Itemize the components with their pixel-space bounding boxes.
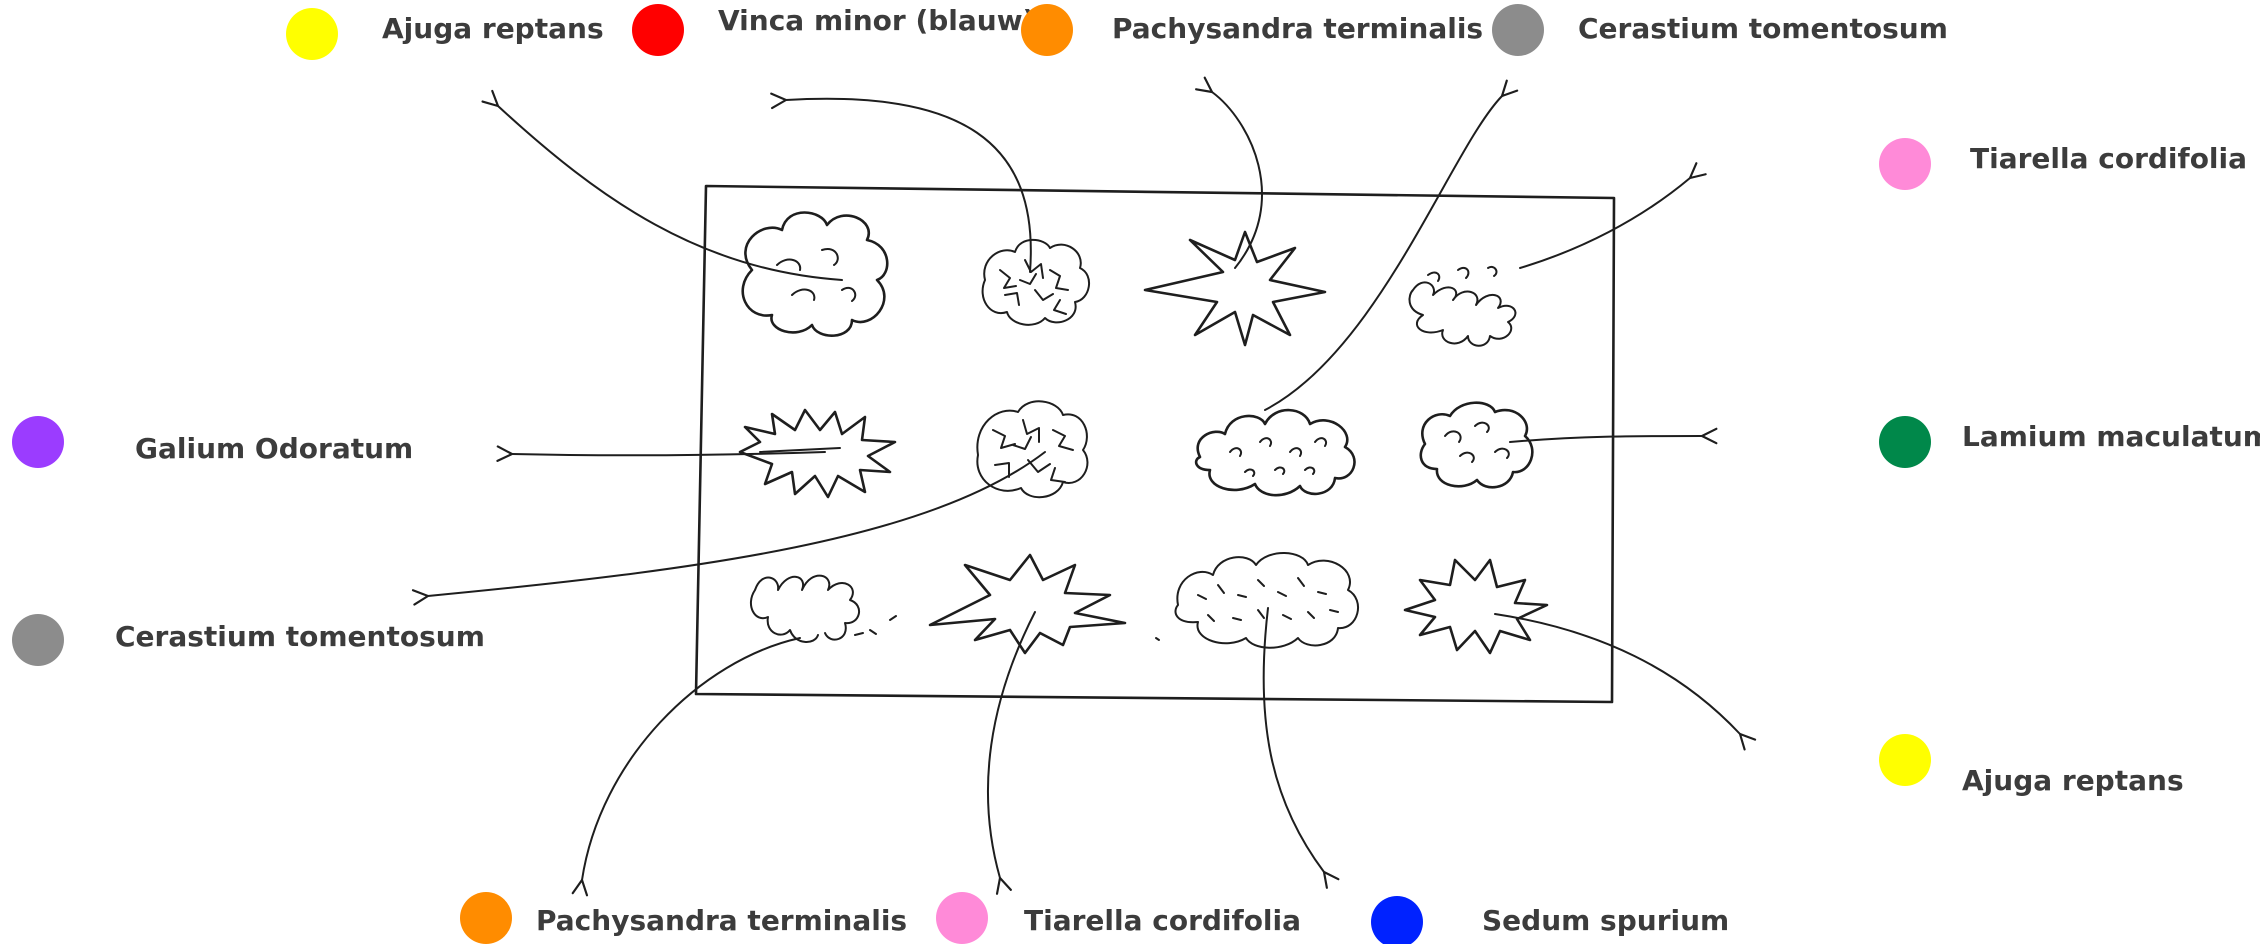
legend-label-bottom-1: Pachysandra terminalis xyxy=(536,904,907,937)
arrow-to-right-2 xyxy=(1509,427,1718,445)
legend-label-left-1: Galium Odoratum xyxy=(135,432,413,465)
cloud-shrub-icon xyxy=(1419,401,1534,489)
scribble-shrub-icon xyxy=(981,238,1090,326)
legend-label-top-2: Vinca minor (blauw) xyxy=(718,4,1035,37)
legend-label-top-4: Cerastium tomentosum xyxy=(1578,12,1948,45)
legend-label-bottom-3: Sedum spurium xyxy=(1482,904,1729,937)
planting-bed-frame xyxy=(694,184,1616,704)
legend-dot-bottom-2 xyxy=(936,892,988,944)
arrow-to-top-3 xyxy=(1195,76,1263,269)
leafy-plant-icon xyxy=(749,574,897,643)
star-plant-icon xyxy=(928,553,1127,655)
legend-dot-top-2 xyxy=(632,4,684,56)
legend-dot-left-1 xyxy=(12,416,64,468)
scribble-shrub-icon xyxy=(1155,552,1359,649)
legend-dot-top-3 xyxy=(1021,4,1073,56)
plant-grid xyxy=(738,211,1549,655)
legend-dot-top-1 xyxy=(286,8,338,60)
arrow-to-right-3 xyxy=(1494,613,1757,751)
arrow-to-bottom-1 xyxy=(571,637,801,897)
arrow-to-bottom-2 xyxy=(987,611,1036,895)
legend-label-left-2: Cerastium tomentosum xyxy=(115,620,485,653)
legend-label-top-3: Pachysandra terminalis xyxy=(1112,12,1483,45)
spiky-plant-icon xyxy=(1403,558,1549,655)
legend-dot-bottom-3 xyxy=(1371,896,1423,944)
leafy-plant-icon xyxy=(1408,266,1517,347)
arrow-to-top-2 xyxy=(770,92,1032,273)
legend-dot-bottom-1 xyxy=(460,892,512,944)
arrow-to-right-1 xyxy=(1519,162,1707,269)
legend-label-right-3: Ajuga reptans xyxy=(1962,764,2184,797)
legend-dot-right-3 xyxy=(1879,734,1931,786)
legend-dot-right-2 xyxy=(1879,416,1931,468)
arrow-to-bottom-3 xyxy=(1262,607,1340,889)
arrow-to-top-4 xyxy=(1264,79,1519,411)
legend: Ajuga reptans Vinca minor (blauw) Pachys… xyxy=(12,4,2260,944)
legend-dot-top-4 xyxy=(1492,4,1544,56)
legend-label-right-2: Lamium maculatum xyxy=(1962,420,2260,453)
legend-label-top-1: Ajuga reptans xyxy=(382,12,604,45)
cloud-shrub-icon xyxy=(1194,408,1356,497)
arrow-to-left-2 xyxy=(411,451,1046,606)
legend-label-bottom-2: Tiarella cordifolia xyxy=(1024,904,1301,937)
cloud-shrub-icon xyxy=(741,211,889,337)
legend-dot-left-2 xyxy=(12,614,64,666)
arrow-to-left-1 xyxy=(496,445,826,462)
arrow-to-top-1 xyxy=(481,89,843,281)
star-plant-icon xyxy=(1143,230,1327,347)
spiky-plant-icon xyxy=(738,408,897,499)
scribble-shrub-icon xyxy=(976,400,1089,499)
legend-dot-right-1 xyxy=(1879,138,1931,190)
leader-lines xyxy=(411,76,1757,897)
legend-label-right-1: Tiarella cordifolia xyxy=(1970,142,2247,175)
